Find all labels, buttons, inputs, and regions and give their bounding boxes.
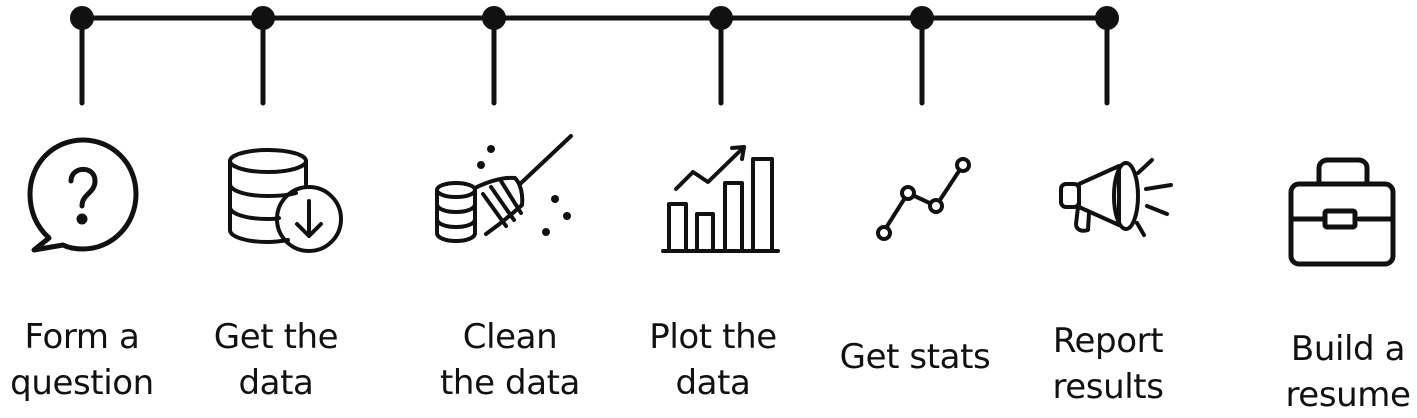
timeline-nodes bbox=[70, 6, 1119, 30]
briefcase-icon bbox=[1288, 157, 1396, 267]
database-download-icon bbox=[228, 148, 343, 253]
step-label-line: resume bbox=[1285, 375, 1411, 415]
step-label-form-question: Form a question bbox=[0, 314, 182, 406]
timeline bbox=[79, 15, 1110, 106]
step-label-line: question bbox=[10, 363, 154, 403]
timeline-node bbox=[709, 6, 733, 30]
step-label-line: Get stats bbox=[839, 337, 991, 377]
step-label-get-data: Get the data bbox=[176, 314, 376, 406]
step-label-line: Get the bbox=[213, 317, 339, 357]
timeline-node bbox=[70, 6, 94, 30]
timeline-node bbox=[1095, 6, 1119, 30]
step-label-report-results: Report results bbox=[1008, 318, 1208, 410]
step-label-build-resume: Build a resume bbox=[1248, 326, 1417, 418]
step-label-clean-data: Clean the data bbox=[410, 314, 610, 406]
step-label-line: Form a bbox=[24, 317, 140, 357]
timeline-node bbox=[251, 6, 275, 30]
step-label-line: Plot the bbox=[649, 317, 777, 357]
bar-chart-icon bbox=[661, 145, 780, 253]
step-label-line: data bbox=[675, 363, 751, 403]
step-label-plot-data: Plot the data bbox=[613, 314, 813, 406]
question-bubble-icon bbox=[27, 137, 139, 253]
step-label-line: Clean bbox=[462, 317, 558, 357]
step-label-line: data bbox=[238, 363, 314, 403]
line-graph-icon bbox=[876, 157, 971, 241]
timeline-node bbox=[910, 6, 934, 30]
step-label-line: results bbox=[1052, 367, 1164, 407]
broom-database-icon bbox=[435, 134, 573, 243]
megaphone-icon bbox=[1059, 158, 1173, 237]
step-label-line: Build a bbox=[1290, 329, 1406, 369]
timeline-node bbox=[482, 6, 506, 30]
step-label-line: Report bbox=[1052, 321, 1164, 361]
step-label-line: the data bbox=[440, 363, 580, 403]
step-label-get-stats: Get stats bbox=[815, 334, 1015, 380]
